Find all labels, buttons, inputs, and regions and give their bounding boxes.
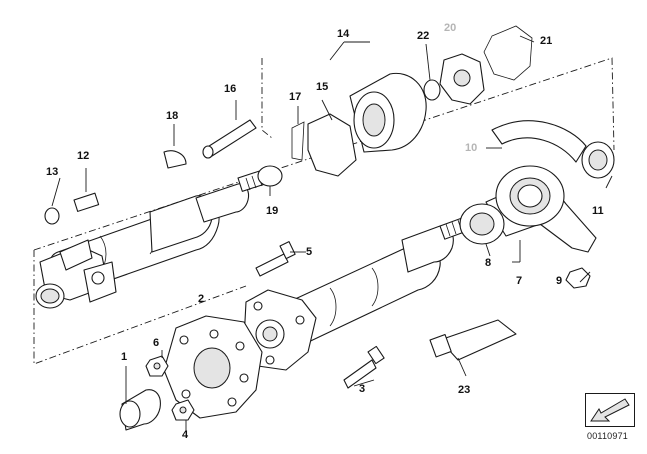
nut-9	[565, 267, 591, 289]
catalog-number: 00110971	[587, 431, 628, 441]
callout-leaders	[51, 35, 613, 432]
bolt-5	[255, 241, 296, 277]
front-drive-shaft	[35, 168, 272, 309]
callout-15: 15	[316, 81, 329, 93]
center-bearing	[459, 120, 615, 253]
callout-3: 3	[359, 383, 366, 395]
sealing-plate	[307, 113, 357, 177]
callout-9: 9	[556, 275, 563, 287]
bushing-sleeve	[119, 389, 161, 431]
callout-16: 16	[224, 83, 237, 95]
small-fasteners	[44, 119, 305, 225]
callout-1: 1	[121, 351, 128, 363]
callout-18: 18	[166, 110, 179, 122]
callout-17: 17	[289, 91, 302, 103]
callout-10: 10	[465, 142, 478, 154]
callout-21: 21	[540, 35, 553, 47]
bearing-cover	[491, 120, 587, 163]
centering-coupling	[307, 25, 533, 177]
callout-12: 12	[77, 150, 90, 162]
callout-23: 23	[458, 384, 471, 396]
view-direction-arrow-icon	[585, 393, 635, 427]
callout-14: 14	[337, 28, 350, 40]
grease-tube	[429, 319, 517, 361]
flex-disc	[163, 315, 263, 419]
callout-8: 8	[485, 257, 492, 269]
callout-13: 13	[46, 166, 59, 178]
callout-4: 4	[182, 429, 189, 441]
callout-6: 6	[153, 337, 160, 349]
callout-19: 19	[266, 205, 279, 217]
callout-2: 2	[198, 293, 205, 305]
callout-22: 22	[417, 30, 430, 42]
callout-20: 20	[444, 22, 457, 34]
gasket	[483, 25, 533, 81]
callout-5: 5	[306, 246, 313, 258]
callout-7: 7	[516, 275, 523, 287]
bolt-3	[343, 345, 385, 389]
assembly-frame	[33, 57, 615, 365]
callout-11: 11	[592, 205, 604, 217]
